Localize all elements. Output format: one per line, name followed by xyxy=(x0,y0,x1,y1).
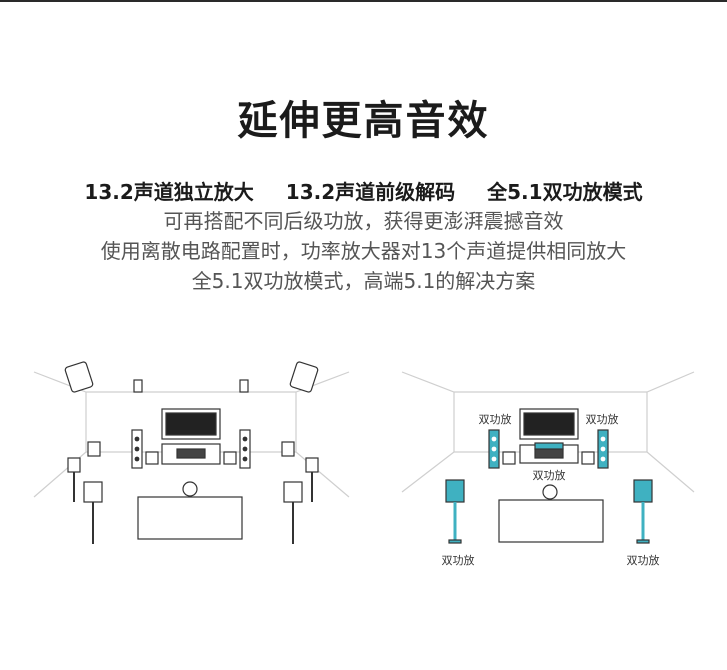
bi-amp-rear-left xyxy=(445,479,465,503)
sofa xyxy=(137,496,243,540)
room-diagram-13-2 xyxy=(33,352,350,562)
listener xyxy=(182,481,198,497)
surround-speaker-right xyxy=(305,457,319,473)
bi-amp-label-front-right: 双功放 xyxy=(586,412,619,426)
description-line-3: 全5.1双功放模式，高端5.1的解决方案 xyxy=(191,269,536,293)
rear-speaker-right xyxy=(283,481,303,503)
side-speaker-right xyxy=(281,441,295,457)
height-speaker-right xyxy=(239,379,249,393)
top-divider xyxy=(0,0,727,2)
bi-amp-center xyxy=(534,442,564,450)
description-line-1: 可再搭配不同后级功放，获得更澎湃震撼音效 xyxy=(163,209,564,233)
bi-amp-label-front-left: 双功放 xyxy=(479,412,512,426)
feature-list: 13.2声道独立放大 13.2声道前级解码 全5.1双功放模式 xyxy=(0,176,727,205)
bi-amp-label-rear-left: 双功放 xyxy=(442,553,475,567)
bi-amp-label-rear-right: 双功放 xyxy=(627,553,660,567)
subwoofer-left xyxy=(502,451,516,465)
subwoofer-left xyxy=(145,451,159,465)
feature-1: 13.2声道独立放大 xyxy=(84,180,254,204)
subwoofer-right xyxy=(581,451,595,465)
surround-speaker-left xyxy=(67,457,81,473)
description-line-2: 使用离散电路配置时，功率放大器对13个声道提供相同放大 xyxy=(100,239,627,263)
listener xyxy=(542,484,558,500)
feature-2: 13.2声道前级解码 xyxy=(285,180,456,204)
sofa xyxy=(498,499,604,543)
side-speaker-left xyxy=(87,441,101,457)
bi-amp-label-center: 双功放 xyxy=(533,468,566,482)
rear-speaker-left xyxy=(83,481,103,503)
room-diagram-bi-amp: 双功放 双功放 双功放 双功放 双功放 xyxy=(401,352,697,582)
subwoofer-right xyxy=(223,451,237,465)
height-speaker-left xyxy=(133,379,143,393)
feature-3: 全5.1双功放模式 xyxy=(487,180,643,204)
bi-amp-rear-right xyxy=(633,479,653,503)
ceiling-speaker-left xyxy=(64,361,94,393)
ceiling-speaker-right xyxy=(289,361,319,393)
page-title: 延伸更高音效 xyxy=(237,98,490,144)
